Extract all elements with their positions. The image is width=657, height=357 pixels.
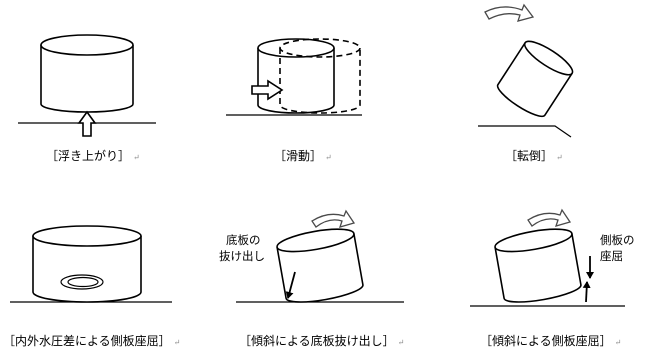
up-arrow <box>77 110 97 137</box>
caption-sliding: ［滑動］↵ <box>274 149 332 163</box>
panel-buckling-tilt <box>470 208 625 307</box>
caption-flotation: ［浮き上がり］↵ <box>46 148 140 163</box>
caption-buckling-pressure: ［内外水圧差による側板座屈］↵ <box>3 333 180 348</box>
tank-top <box>40 34 134 56</box>
dent-outer <box>60 274 104 290</box>
curved-rotation-arrow <box>484 3 535 22</box>
pullout-arrow <box>285 271 296 299</box>
caption-bottom-pullout: ［傾斜による底板抜け出し］↵ <box>239 333 404 348</box>
panel-sliding <box>226 38 362 116</box>
tank-top <box>257 38 335 58</box>
tank-body <box>257 48 335 114</box>
note-bottom-pullout-2: 抜け出し <box>219 249 265 263</box>
tank-top <box>32 225 142 247</box>
caption-buckling-tilt: ［傾斜による側板座屈］↵ <box>480 333 621 348</box>
caption-overturning: ［転倒］↵ <box>505 149 563 163</box>
note-bottom-pullout-1: 底板の <box>226 233 261 247</box>
tilted-tank <box>494 228 582 303</box>
panel-bottom-pullout <box>236 209 404 303</box>
curved-rotation-arrow <box>311 209 356 228</box>
note-buckling-2: 座屈 <box>600 249 623 263</box>
dent-inner <box>67 276 99 288</box>
push-arrow <box>251 79 284 101</box>
buckle-arrow-up <box>582 281 591 303</box>
slid-tank-outline <box>279 48 361 114</box>
ground-line <box>478 125 572 138</box>
tilted-tank <box>496 40 574 118</box>
panel-flotation <box>18 34 156 137</box>
slid-tank-top <box>279 38 361 58</box>
panel-buckling-pressure <box>10 225 172 303</box>
panel-overturning <box>478 3 574 138</box>
tank-body <box>32 236 142 303</box>
curved-rotation-arrow <box>527 208 572 227</box>
tilted-tank <box>276 228 364 303</box>
note-buckling-1: 側板の <box>600 233 635 247</box>
